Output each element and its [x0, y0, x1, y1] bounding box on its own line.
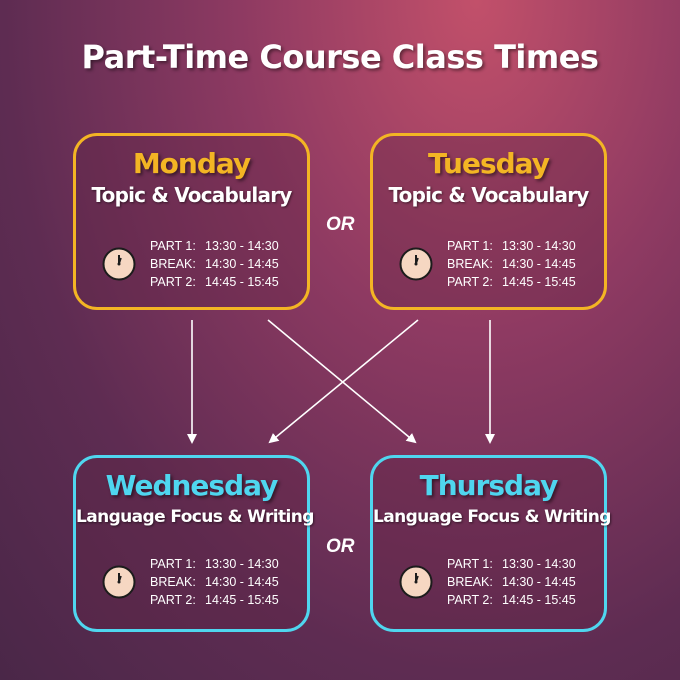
schedule-row-break: BREAK: 14:30 - 14:45 — [150, 255, 279, 273]
schedule-row-break: BREAK: 14:30 - 14:45 — [447, 573, 576, 591]
card-wednesday: Wednesday Language Focus & Writing PART … — [73, 455, 314, 632]
part1-label: PART 1: — [447, 557, 493, 571]
schedule-row-break: BREAK: 14:30 - 14:45 — [447, 255, 576, 273]
schedule: PART 1: 13:30 - 14:30 BREAK: 14:30 - 14:45… — [102, 237, 279, 291]
break-time: 14:30 - 14:45 — [205, 257, 279, 271]
break-time: 14:30 - 14:45 — [205, 575, 279, 589]
arrow-monday-thursday — [267, 319, 417, 444]
schedule-row-part1: PART 1: 13:30 - 14:30 — [150, 555, 279, 573]
schedule-row-part2: PART 2: 14:45 - 15:45 — [150, 591, 279, 609]
part2-time: 14:45 - 15:45 — [205, 275, 279, 289]
schedule-row-part2: PART 2: 14:45 - 15:45 — [447, 591, 576, 609]
schedule-row-part1: PART 1: 13:30 - 14:30 — [150, 237, 279, 255]
part1-label: PART 1: — [447, 239, 493, 253]
card-day: Monday — [132, 147, 251, 180]
schedule-row-part2: PART 2: 14:45 - 15:45 — [150, 273, 279, 291]
part1-time: 13:30 - 14:30 — [502, 239, 576, 253]
card-tuesday: Tuesday Topic & Vocabulary PART 1: 13:30 … — [370, 133, 607, 310]
schedule-row-part1: PART 1: 13:30 - 14:30 — [447, 555, 576, 573]
part2-label: PART 2: — [150, 275, 196, 289]
or-label-bottom: OR — [326, 536, 355, 557]
or-label-top: OR — [326, 214, 355, 235]
clock-icon — [102, 565, 136, 599]
schedule: PART 1: 13:30 - 14:30 BREAK: 14:30 - 14:45… — [399, 555, 576, 609]
part2-time: 14:45 - 15:45 — [502, 275, 576, 289]
card-topic: Topic & Vocabulary — [91, 183, 292, 207]
part2-label: PART 2: — [447, 275, 493, 289]
schedule-row-break: BREAK: 14:30 - 14:45 — [150, 573, 279, 591]
part1-label: PART 1: — [150, 557, 196, 571]
card-thursday: Thursday Language Focus & Writing PART 1… — [370, 455, 611, 632]
clock-icon — [399, 247, 433, 281]
part1-time: 13:30 - 14:30 — [502, 557, 576, 571]
clock-icon — [102, 247, 136, 281]
schedule: PART 1: 13:30 - 14:30 BREAK: 14:30 - 14:45… — [399, 237, 576, 291]
break-label: BREAK: — [150, 257, 196, 271]
card-day: Tuesday — [428, 147, 550, 180]
part1-time: 13:30 - 14:30 — [205, 239, 279, 253]
schedule: PART 1: 13:30 - 14:30 BREAK: 14:30 - 14:45… — [102, 555, 279, 609]
page-title: Part-Time Course Class Times — [81, 38, 599, 76]
arrow-tuesday-wednesday — [268, 319, 419, 444]
part1-label: PART 1: — [150, 239, 196, 253]
part1-time: 13:30 - 14:30 — [205, 557, 279, 571]
part2-time: 14:45 - 15:45 — [502, 593, 576, 607]
break-label: BREAK: — [447, 257, 493, 271]
card-day: Thursday — [419, 469, 559, 502]
schedule-row-part2: PART 2: 14:45 - 15:45 — [447, 273, 576, 291]
schedule-row-part1: PART 1: 13:30 - 14:30 — [447, 237, 576, 255]
card-topic: Language Focus & Writing — [373, 507, 611, 527]
card-monday: Monday Topic & Vocabulary PART 1: 13:30 -… — [73, 133, 310, 310]
part2-time: 14:45 - 15:45 — [205, 593, 279, 607]
break-label: BREAK: — [150, 575, 196, 589]
part2-label: PART 2: — [447, 593, 493, 607]
break-label: BREAK: — [447, 575, 493, 589]
part2-label: PART 2: — [150, 593, 196, 607]
break-time: 14:30 - 14:45 — [502, 575, 576, 589]
card-topic: Language Focus & Writing — [76, 507, 314, 527]
card-day: Wednesday — [105, 469, 279, 502]
card-topic: Topic & Vocabulary — [388, 183, 589, 207]
clock-icon — [399, 565, 433, 599]
break-time: 14:30 - 14:45 — [502, 257, 576, 271]
